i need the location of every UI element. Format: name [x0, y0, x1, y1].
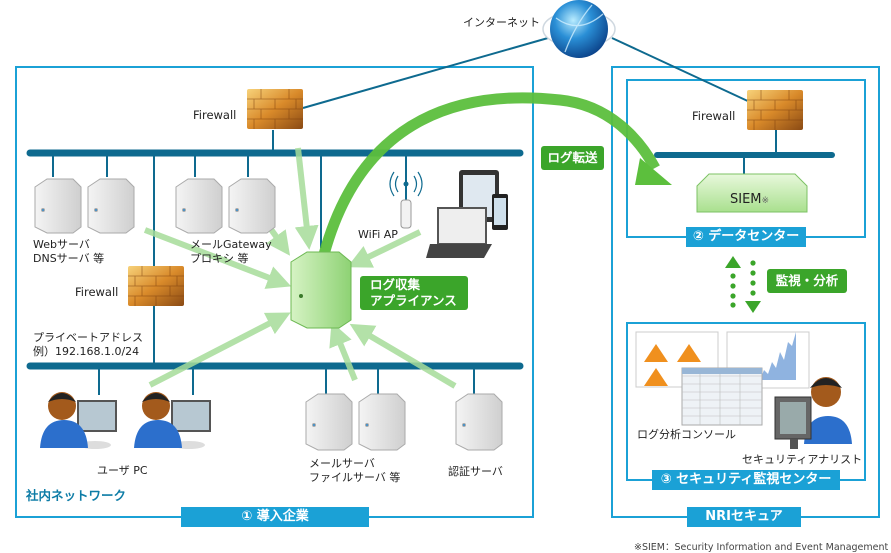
- smartphone-icon: [492, 194, 508, 230]
- mail-gateway-label-2: プロキシ 等: [190, 252, 249, 265]
- log-appliance-label-1: ログ収集: [370, 277, 421, 292]
- laptop-icon: [426, 207, 492, 258]
- log-transfer-arrow: [316, 92, 660, 264]
- monitor-arrows: [725, 256, 761, 313]
- log-appliance-label-2: アプライアンス: [370, 293, 457, 308]
- firewall-mid-icon: [128, 266, 184, 306]
- mail-server-icon: [305, 393, 353, 451]
- internet-globe-icon: [542, 0, 616, 58]
- security-analyst-label: セキュリティアナリスト: [742, 453, 863, 466]
- soc-tag: ③ セキュリティ監視センター: [652, 470, 840, 490]
- log-console-screens: [635, 331, 810, 426]
- datacenter-tag: ② データセンター: [686, 227, 806, 247]
- dns-server-icon: [87, 178, 135, 234]
- siem-mark: ※: [761, 196, 770, 206]
- security-analyst-icon: [774, 377, 852, 449]
- proxy-server-icon: [228, 178, 276, 234]
- monitor-analysis-tag: 監視・分析: [767, 269, 847, 293]
- firewall-dc-icon: [747, 90, 803, 130]
- firewall-dc-label: Firewall: [692, 109, 736, 123]
- user-pc-2-icon: [134, 392, 211, 449]
- private-address-label-1: プライベートアドレス: [33, 331, 143, 344]
- web-server-label-1: Webサーバ: [33, 238, 90, 251]
- file-server-icon: [358, 393, 406, 451]
- user-pc-label: ユーザ PC: [97, 464, 148, 477]
- mail-server-label-2: ファイルサーバ 等: [309, 471, 401, 484]
- private-address-label-2: 例）192.168.1.0/24: [33, 345, 140, 358]
- nri-tag: NRIセキュア: [687, 507, 801, 527]
- log-appliance-icon: [290, 251, 352, 329]
- mail-gateway-icon: [175, 178, 223, 234]
- internal-network-label: 社内ネットワーク: [26, 488, 127, 503]
- auth-server-icon: [455, 393, 503, 451]
- web-server-label-2: DNSサーバ 等: [33, 252, 105, 265]
- internet-link-left: [302, 37, 549, 109]
- firewall-top-label: Firewall: [193, 108, 237, 122]
- wifi-ap-label: WiFi AP: [358, 228, 398, 241]
- internet-link-right: [611, 37, 753, 104]
- mail-gateway-label-1: メールGateway: [190, 238, 272, 251]
- log-appliance-tag: ログ収集 アプライアンス: [360, 276, 468, 310]
- enterprise-tag: ① 導入企業: [181, 507, 369, 527]
- wifi-ap-icon: [389, 171, 423, 229]
- log-transfer-tag: ログ転送: [541, 146, 604, 170]
- siem-footnote: ※SIEM：Security Information and Event Man…: [634, 542, 889, 553]
- internet-label: インターネット: [463, 16, 540, 29]
- mail-server-label-1: メールサーバ: [309, 457, 375, 470]
- auth-server-label: 認証サーバ: [448, 465, 503, 478]
- firewall-top-icon: [247, 89, 303, 129]
- web-server-icon: [34, 178, 82, 234]
- siem-label: SIEM※: [730, 192, 769, 207]
- siem-text: SIEM: [730, 192, 762, 207]
- datacenter-frame: [626, 79, 866, 238]
- user-pc-1-icon: [40, 392, 117, 449]
- firewall-mid-label: Firewall: [75, 285, 119, 299]
- siem-appliance-icon: [696, 173, 808, 213]
- log-console-label: ログ分析コンソール: [637, 428, 736, 441]
